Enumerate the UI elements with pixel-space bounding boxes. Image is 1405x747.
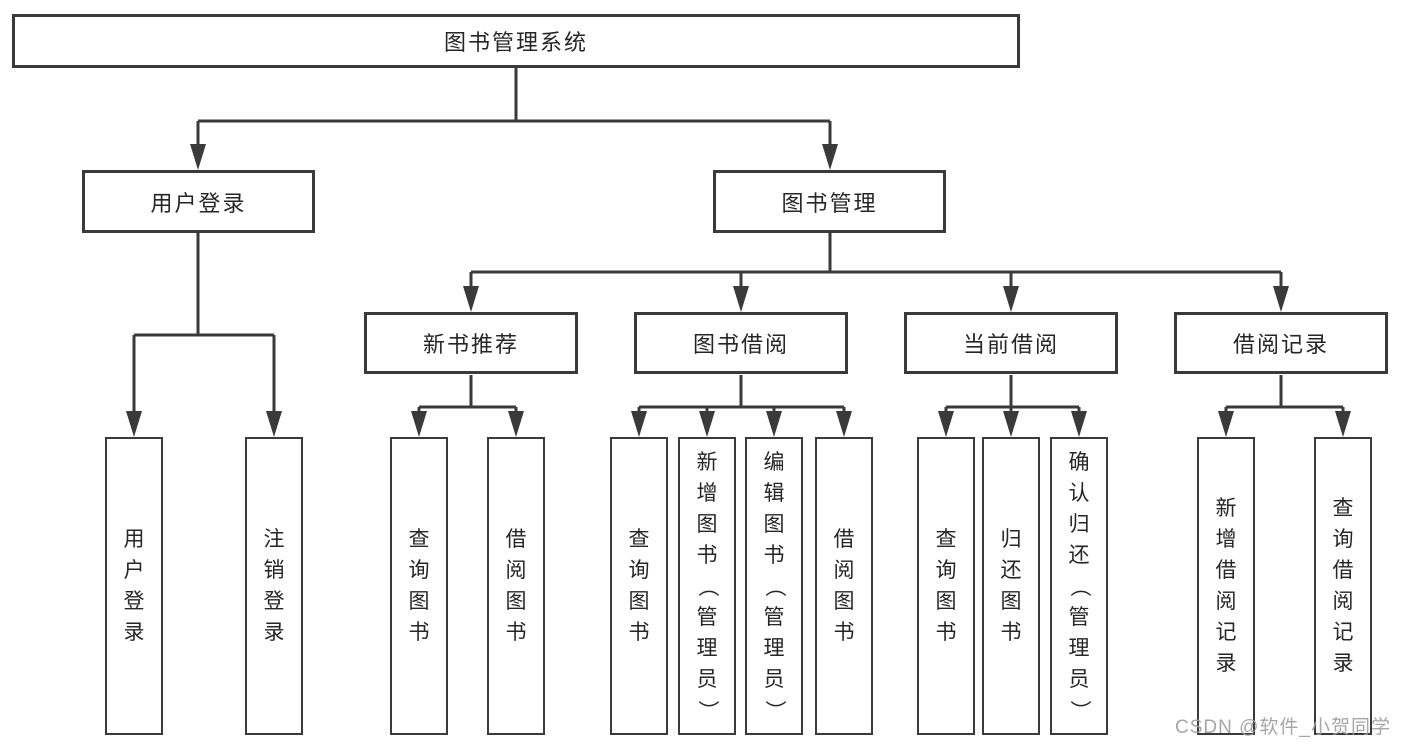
leaf-label: 确认归还（管理员） — [1067, 450, 1091, 721]
arrowhead — [699, 411, 715, 437]
node-label: 图书管理系统 — [443, 30, 588, 55]
leaf-label: 新增图书（管理员） — [695, 450, 719, 721]
leaf-label: 查询图书 — [408, 528, 430, 644]
csdn-watermark: CSDN @软件_小贺同学 — [1175, 717, 1391, 738]
node-label: 用户登录 — [150, 190, 247, 216]
node-library-management-system: 图书管理系统 — [12, 14, 1020, 68]
arrowhead — [631, 411, 647, 437]
leaf-query-books-recommend: 查询图书 — [390, 437, 448, 735]
arrowhead — [938, 411, 954, 437]
arrowhead — [126, 411, 142, 437]
leaf-label: 归还图书 — [1000, 528, 1022, 644]
node-book-management: 图书管理 — [713, 170, 946, 233]
node-label: 图书借阅 — [692, 332, 789, 357]
leaf-borrow-books: 借阅图书 — [815, 437, 873, 735]
node-user-login: 用户登录 — [82, 170, 315, 233]
leaf-return-books: 归还图书 — [982, 437, 1040, 735]
arrowhead — [266, 411, 282, 437]
leaf-user-login: 用户登录 — [105, 437, 163, 735]
connector-newbook-to-leaves — [417, 375, 518, 413]
leaf-label: 查询图书 — [935, 528, 957, 644]
arrowhead — [1335, 411, 1351, 437]
arrowhead — [836, 411, 852, 437]
leaf-add-books-admin: 新增图书（管理员） — [678, 437, 736, 735]
leaf-query-borrow-record: 查询借阅记录 — [1314, 437, 1372, 735]
arrowhead — [1218, 411, 1234, 437]
leaf-confirm-return-admin: 确认归还（管理员） — [1050, 437, 1108, 735]
node-label: 图书管理 — [781, 190, 878, 216]
arrowhead — [766, 411, 782, 437]
arrowhead — [411, 411, 427, 437]
leaf-edit-books-admin: 编辑图书（管理员） — [745, 437, 803, 735]
node-current-borrowing: 当前借阅 — [904, 312, 1118, 374]
leaf-label: 编辑图书（管理员） — [762, 450, 786, 721]
connector-userlogin-to-leaves — [132, 233, 276, 413]
leaf-logout: 注销登录 — [245, 437, 303, 735]
node-new-book-recommendation: 新书推荐 — [364, 312, 578, 374]
leaf-label: 新增借阅记录 — [1215, 497, 1237, 675]
arrowhead — [1003, 286, 1019, 312]
arrowhead — [190, 144, 206, 170]
arrowhead — [733, 286, 749, 312]
arrowhead — [822, 144, 838, 170]
leaf-query-books-borrowing: 查询图书 — [610, 437, 668, 735]
arrowhead — [508, 411, 524, 437]
arrowhead — [1071, 411, 1087, 437]
leaf-borrow-books-recommend: 借阅图书 — [487, 437, 545, 735]
arrowhead — [1273, 286, 1289, 312]
leaf-label: 用户登录 — [123, 528, 145, 644]
leaf-label: 查询借阅记录 — [1332, 497, 1354, 675]
node-label: 借阅记录 — [1232, 332, 1329, 357]
connector-bookmgmt-to-level3 — [469, 233, 1283, 289]
connector-borrowing-to-leaves — [637, 375, 846, 413]
leaf-label: 查询图书 — [628, 528, 650, 644]
node-book-borrowing: 图书借阅 — [634, 312, 848, 374]
connector-records-to-leaves — [1224, 375, 1345, 413]
arrowhead — [463, 286, 479, 312]
arrowhead — [1003, 411, 1019, 437]
node-label: 新书推荐 — [422, 332, 519, 357]
leaf-label: 借阅图书 — [505, 528, 527, 644]
connector-current-to-leaves — [944, 375, 1081, 413]
node-label: 当前借阅 — [962, 332, 1059, 357]
leaf-label: 借阅图书 — [833, 528, 855, 644]
node-borrowing-records: 借阅记录 — [1174, 312, 1388, 374]
leaf-query-books-current: 查询图书 — [917, 437, 975, 735]
leaf-add-borrow-record: 新增借阅记录 — [1197, 437, 1255, 735]
connector-root-to-level2 — [196, 68, 832, 145]
leaf-label: 注销登录 — [263, 528, 285, 644]
